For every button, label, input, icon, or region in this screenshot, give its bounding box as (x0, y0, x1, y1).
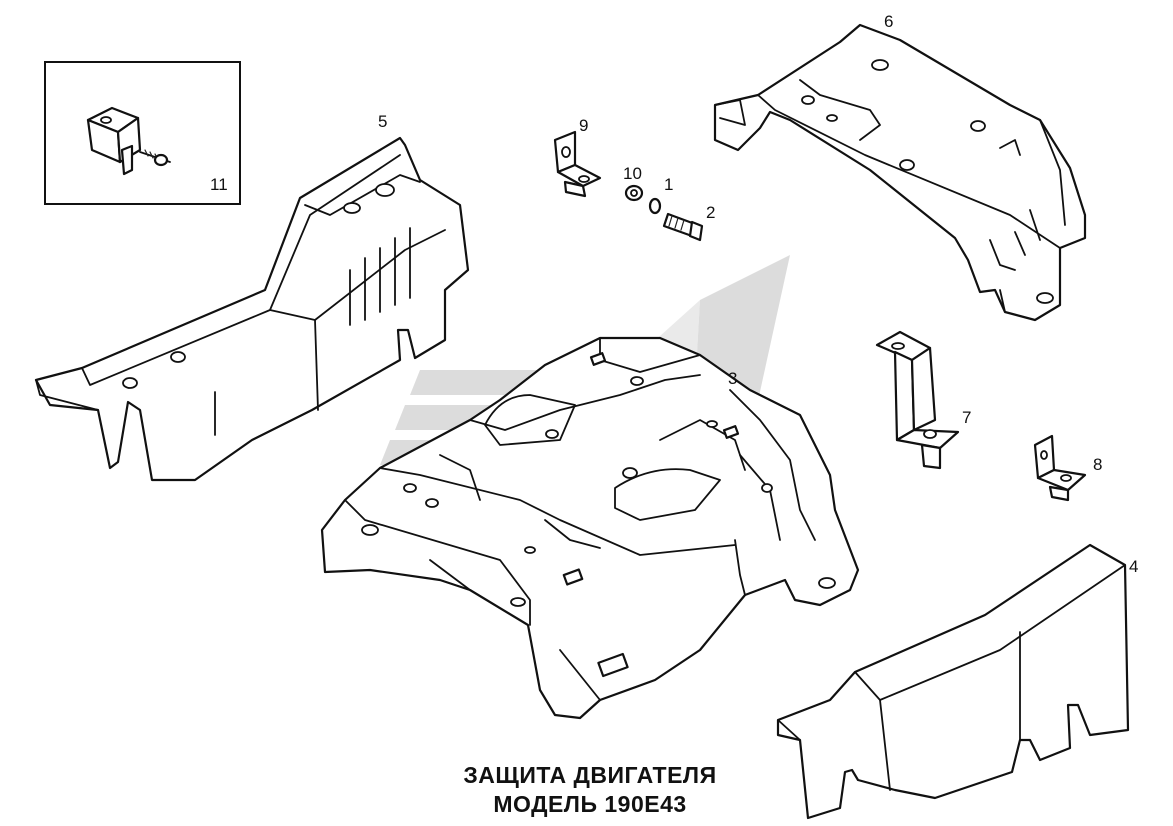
callout-8: 8 (1093, 455, 1102, 474)
callout-6: 6 (884, 12, 893, 31)
callout-2: 2 (706, 203, 715, 222)
part-1-washer (648, 197, 662, 215)
callout-5: 5 (378, 112, 387, 131)
part-11-bracket (86, 106, 171, 176)
callout-10: 10 (623, 164, 642, 183)
callout-3: 3 (728, 369, 737, 388)
diagram-title-line-1: ЗАЩИТА ДВИГАТЕЛЯ (463, 762, 717, 788)
callout-1: 1 (664, 175, 673, 194)
callout-11: 11 (210, 175, 228, 194)
fasteners-10-1-2 (624, 184, 704, 242)
callout-labels: 11 5 9 10 1 2 6 3 7 8 4 (210, 12, 1138, 576)
diagram-title-line-2: МОДЕЛЬ 190E43 (493, 791, 687, 817)
part-9-bracket (553, 130, 602, 198)
callout-9: 9 (579, 116, 588, 135)
part-11-inset (44, 61, 241, 205)
part-6-top-cover (713, 23, 1087, 322)
callout-4: 4 (1129, 557, 1138, 576)
part-5-left-guard (34, 136, 470, 482)
part-7-bracket (875, 330, 960, 470)
part-4-right-guard (776, 543, 1130, 820)
part-2-bolt (662, 212, 704, 242)
callout-7: 7 (962, 408, 971, 427)
part-3-central-tray (320, 336, 860, 720)
part-8-bracket (1033, 434, 1087, 502)
